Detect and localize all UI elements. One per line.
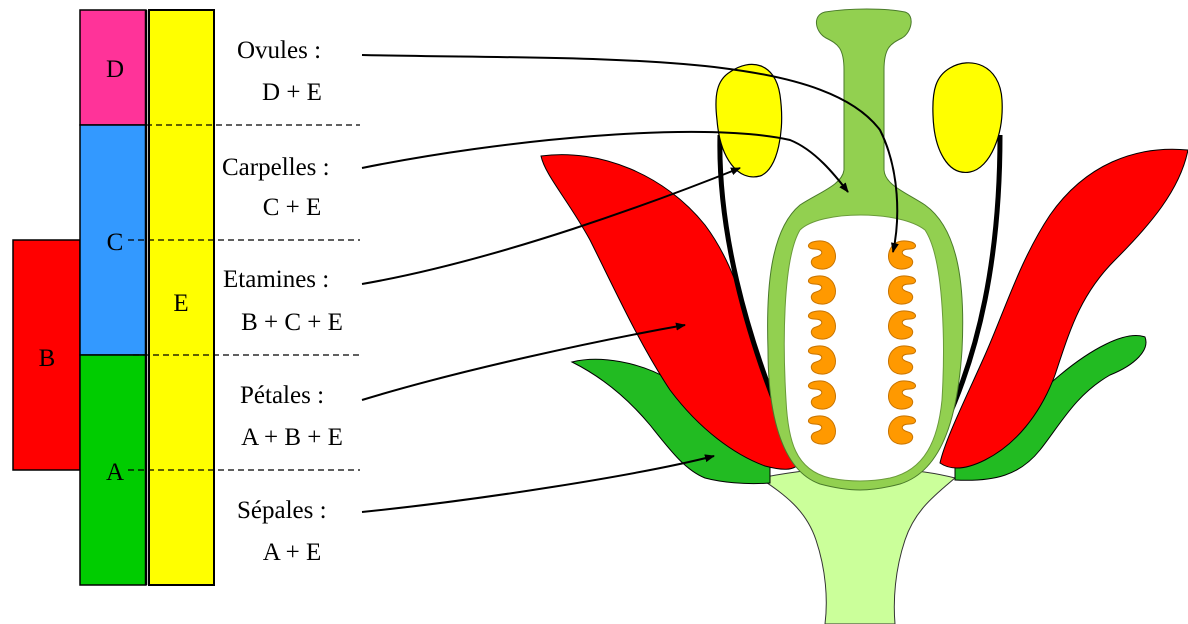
petal-right bbox=[940, 149, 1188, 468]
gene-c-label: C bbox=[107, 229, 124, 256]
anther-right bbox=[933, 63, 1002, 173]
etamines-title: Etamines : bbox=[223, 266, 329, 293]
gene-bars: D C B A E bbox=[13, 10, 214, 585]
ovules-formula: D + E bbox=[262, 79, 322, 106]
sepales-title: Sépales : bbox=[237, 497, 327, 524]
organ-labels: Ovules : D + E Carpelles : C + E Etamine… bbox=[222, 37, 343, 566]
sepales-formula: A + E bbox=[263, 539, 322, 566]
receptacle-stem bbox=[760, 468, 955, 624]
etamines-formula: B + C + E bbox=[241, 309, 343, 336]
petales-formula: A + B + E bbox=[241, 424, 343, 451]
carpelles-title: Carpelles : bbox=[222, 154, 330, 181]
flower-illustration bbox=[541, 9, 1188, 624]
arrow-sepales bbox=[362, 456, 714, 512]
ovary-cavity bbox=[784, 215, 943, 481]
ovules-title: Ovules : bbox=[237, 37, 321, 64]
gene-e-label: E bbox=[173, 290, 188, 317]
anther-left bbox=[716, 64, 782, 177]
gene-d-label: D bbox=[106, 56, 124, 83]
carpelles-formula: C + E bbox=[263, 194, 322, 221]
gene-a-label: A bbox=[106, 459, 124, 486]
gene-b-label: B bbox=[39, 345, 56, 372]
petales-title: Pétales : bbox=[240, 382, 324, 409]
